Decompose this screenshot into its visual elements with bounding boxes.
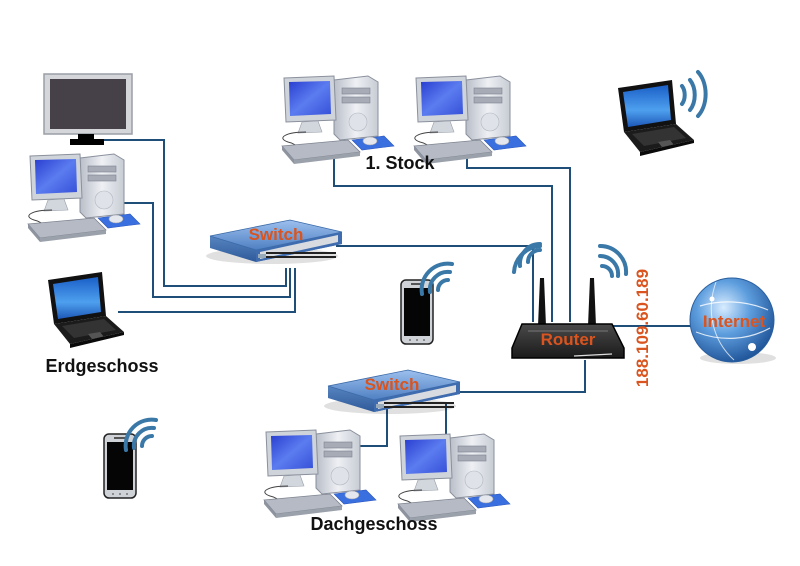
cable-router-switch-bottom: [455, 360, 586, 393]
smartphone-icon: [103, 433, 137, 499]
switch-top-label: Switch: [249, 225, 304, 244]
router-label: Router: [541, 330, 596, 349]
globe-icon: [689, 277, 776, 364]
cable-monitor-switch: [102, 139, 287, 287]
desktop-pc-icon: [397, 433, 511, 523]
cable-laptop-eg-switch: [118, 268, 296, 313]
cable-pc-1st-a-router: [333, 146, 553, 322]
desktop-pc-icon: [281, 75, 395, 165]
zone-label-1-stock: 1. Stock: [365, 153, 435, 173]
monitor-icon: [43, 73, 133, 145]
internet-label: Internet: [703, 312, 766, 331]
desktop-pc-icon: [263, 429, 377, 519]
laptop-icon: [48, 272, 124, 348]
cable-switch-router: [336, 245, 534, 322]
cable-pc-1st-b-router: [466, 146, 571, 322]
switch-bottom-label: Switch: [365, 375, 420, 394]
cable-pc-eg-switch: [122, 202, 291, 298]
desktop-pc-icon: [27, 153, 141, 243]
zone-label-erdgeschoss: Erdgeschoss: [45, 356, 158, 376]
wireless-waves-icon: [680, 70, 708, 118]
router-icon: [511, 241, 629, 359]
zone-label-dachgeschoss: Dachgeschoss: [310, 514, 437, 534]
ip-address: 188.109.60.189: [633, 269, 652, 387]
desktop-pc-icon: [413, 75, 527, 165]
